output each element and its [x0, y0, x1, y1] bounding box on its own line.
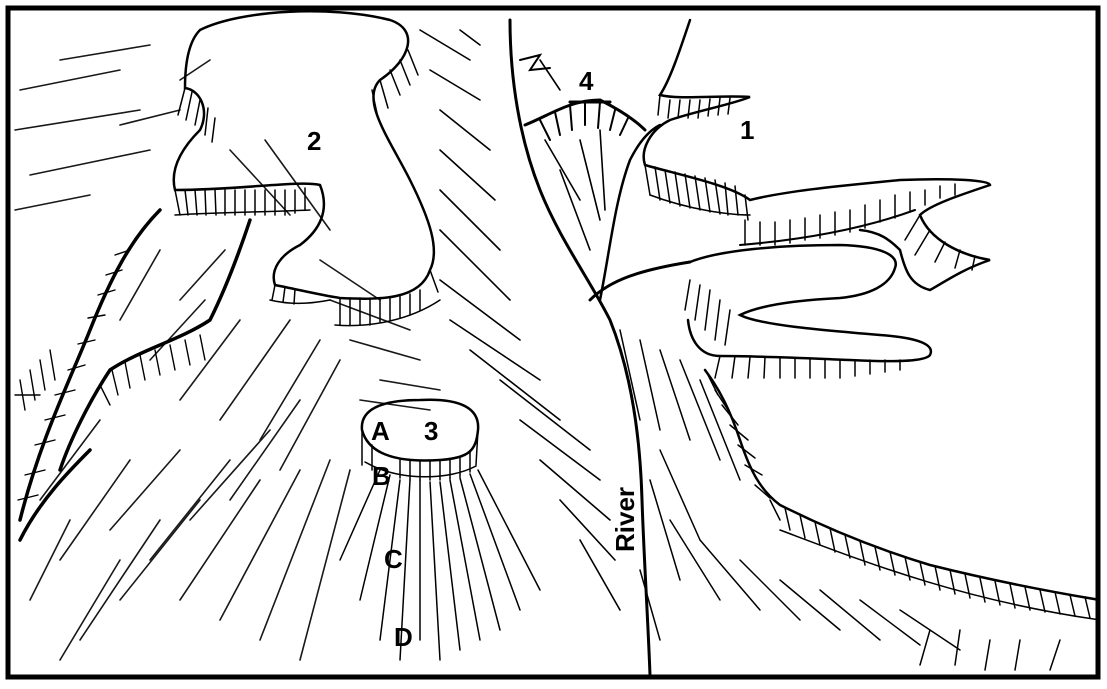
feature-4-scarp [525, 100, 645, 140]
slope-hachures-left [15, 45, 440, 660]
label-point-b: B [372, 463, 391, 489]
mesa-1-cliff-hatch [645, 95, 975, 270]
plateau-lower-right-hatch [685, 280, 900, 378]
butte-3-slope-strokes [340, 470, 540, 660]
label-river: River [612, 487, 638, 552]
slope-hachures-right [620, 330, 1060, 670]
mesa-2-outline [174, 11, 434, 298]
label-point-a: A [371, 418, 390, 444]
label-feature-4: 4 [579, 68, 593, 94]
mesa-1-outline [644, 20, 990, 290]
label-butte-3: 3 [424, 418, 438, 444]
scribble-top [520, 55, 550, 70]
label-mesa-2: 2 [307, 128, 321, 154]
label-mesa-1: 1 [740, 117, 754, 143]
escarpment-right [705, 370, 1100, 600]
escarpment-right-hatch [708, 375, 1100, 620]
label-point-d: D [394, 624, 413, 650]
label-point-c: C [384, 546, 403, 572]
figure-frame [8, 8, 1098, 677]
river-tributary-upper [600, 125, 660, 300]
